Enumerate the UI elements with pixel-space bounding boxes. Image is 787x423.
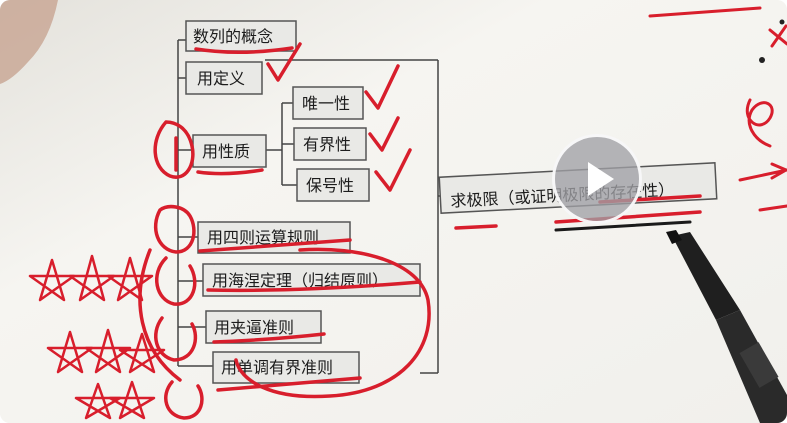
- node-sign-preserving: 保号性: [306, 176, 354, 195]
- star-3: [106, 256, 154, 302]
- node-box-boundedness: [293, 127, 367, 161]
- node-box-uniqueness: [292, 86, 364, 120]
- check-boundedness: [368, 116, 400, 152]
- left-bracket: [138, 248, 182, 382]
- right-mark-arrow: [738, 162, 787, 182]
- black-underline: [554, 220, 692, 232]
- node-squeeze: 用夹逼准则: [214, 318, 294, 337]
- underline-squeeze: [212, 332, 326, 344]
- circle-four: [154, 316, 198, 362]
- star-2: [68, 254, 116, 302]
- underline-target-1: [454, 224, 498, 230]
- right-mark-top: [648, 6, 762, 18]
- red-star-scribbles: [28, 254, 166, 420]
- node-monotone: 用单调有界准则: [221, 358, 333, 377]
- node-box-sign-preserving: [296, 168, 370, 202]
- circle-three: [155, 256, 197, 306]
- right-dot-2: [779, 19, 785, 25]
- check-definition: [266, 42, 302, 82]
- node-box-concept: [185, 20, 297, 52]
- node-definition: 用定义: [197, 69, 245, 88]
- marker-pen: [666, 230, 787, 423]
- underline-arithmetic: [198, 238, 352, 253]
- node-box-monotone: [212, 351, 360, 384]
- circle-one: [153, 120, 195, 179]
- star-8: [108, 380, 156, 420]
- node-heine: 用海涅定理（归结原则）: [212, 271, 388, 290]
- right-dot: [759, 57, 765, 63]
- circle-two: [154, 204, 196, 254]
- right-mark-line: [758, 204, 787, 212]
- node-uniqueness: 唯一性: [302, 94, 350, 113]
- hand-shadow: [0, 0, 58, 84]
- play-button[interactable]: [552, 134, 642, 224]
- right-mark-scribble: [745, 98, 774, 148]
- underline-heine: [206, 280, 422, 293]
- right-edge-ink: [648, 6, 787, 212]
- node-properties: 用性质: [202, 142, 250, 161]
- underline-concept: [194, 46, 294, 54]
- circle-five: [164, 380, 204, 420]
- loop-bracket: [234, 247, 431, 399]
- node-boundedness: 有界性: [303, 135, 351, 154]
- star-1: [28, 258, 76, 302]
- star-6: [118, 332, 166, 374]
- underline-monotone: [216, 376, 362, 392]
- tree-connectors: [177, 39, 440, 374]
- node-box-definition: [185, 61, 263, 95]
- check-sign-preserving: [374, 148, 412, 192]
- right-mark-x: [768, 24, 787, 48]
- node-concept: 数列的概念: [193, 27, 273, 46]
- underline-properties: [196, 168, 264, 176]
- star-4: [46, 330, 94, 374]
- check-uniqueness: [364, 64, 400, 110]
- node-arithmetic: 用四则运算规则: [207, 228, 319, 247]
- play-icon: [588, 162, 614, 196]
